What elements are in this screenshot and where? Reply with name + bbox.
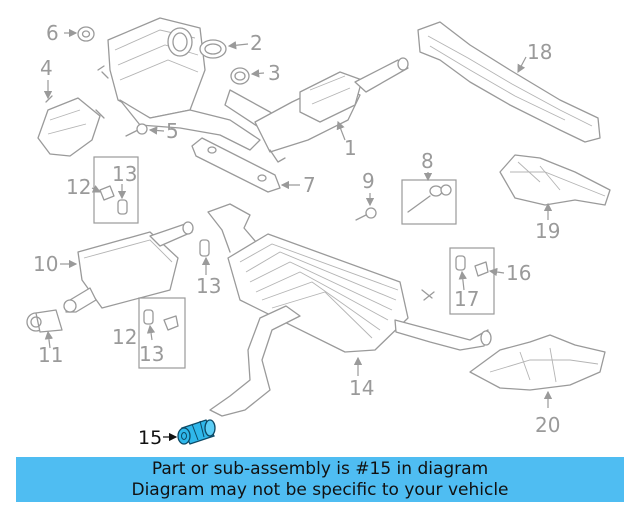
callout-13-mid: 13: [196, 274, 221, 298]
part-12-13-hanger-kit-upper: 13 12: [66, 156, 139, 224]
part-10-resonator: 10: [33, 221, 194, 313]
catalytic-converter-manifold: [97, 17, 291, 151]
callout-11: 11: [38, 343, 63, 367]
callout-13-upper: 13: [112, 162, 137, 186]
callout-6: 6: [46, 21, 59, 45]
part-7-gasket: 7: [191, 137, 316, 197]
callout-20: 20: [535, 413, 560, 437]
part-11-clamp: 11: [26, 309, 63, 367]
part-13-hanger-mid: 13: [196, 239, 221, 298]
callout-1: 1: [344, 136, 357, 160]
callout-18: 18: [527, 40, 552, 64]
callout-13-lower: 13: [139, 342, 164, 366]
part-6-nut: 6: [46, 21, 95, 45]
callout-4: 4: [40, 56, 53, 80]
banner-line-2: Diagram may not be specific to your vehi…: [131, 480, 509, 500]
callout-14: 14: [349, 376, 374, 400]
part-3-ring: 3: [230, 61, 281, 85]
callout-10: 10: [33, 252, 58, 276]
callout-8: 8: [421, 149, 434, 173]
callout-9: 9: [362, 169, 375, 193]
part-4-bracket: 4: [37, 56, 105, 157]
part-9-bolt: 9: [355, 169, 377, 221]
callout-3: 3: [268, 61, 281, 85]
part-16-17-hanger-kit: 16 17: [449, 247, 531, 315]
part-15-clamp-highlighted[interactable]: 15: [138, 419, 216, 449]
info-banner: Part or sub-assembly is #15 in diagram D…: [16, 457, 624, 502]
callout-15: 15: [138, 427, 162, 449]
part-19-heat-shield: 19: [499, 154, 611, 243]
part-12-13-hanger-kit-lower: 12 13: [112, 297, 186, 369]
part-8-clamp-kit: 8: [401, 149, 457, 225]
callout-17: 17: [454, 287, 479, 311]
callout-2: 2: [250, 31, 263, 55]
callout-12-upper: 12: [66, 175, 91, 199]
banner-line-1: Part or sub-assembly is #15 in diagram: [151, 459, 489, 479]
callout-7: 7: [303, 173, 316, 197]
part-1-front-pipe: 1: [254, 57, 409, 163]
part-18-heat-shield: 18: [417, 21, 601, 143]
callout-19: 19: [535, 219, 560, 243]
callout-5: 5: [166, 119, 179, 143]
part-20-heat-shield: 20: [469, 334, 606, 437]
part-5-bolt: 5: [125, 119, 179, 143]
callout-16: 16: [506, 261, 531, 285]
callout-12-lower: 12: [112, 325, 137, 349]
part-14-rear-muffler: 14: [207, 203, 492, 417]
part-2-gasket: 2: [199, 31, 263, 59]
